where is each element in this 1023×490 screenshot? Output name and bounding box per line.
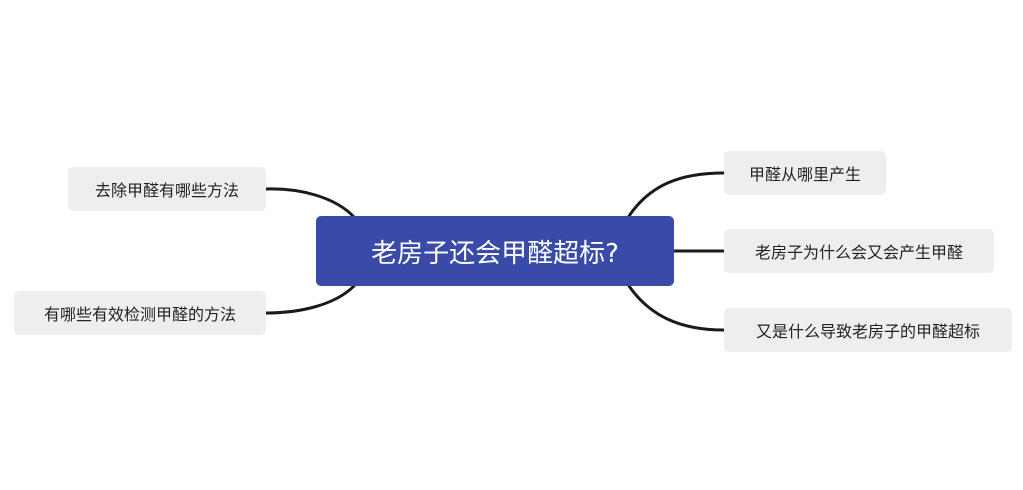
branch-node-why-old-house[interactable]: 老房子为什么会又会产生甲醛 [724, 229, 994, 273]
branch-label: 有哪些有效检测甲醛的方法 [43, 305, 236, 324]
branch-node-causes-exceed[interactable]: 又是什么导致老房子的甲醛超标 [724, 308, 1012, 352]
branch-node-remove-methods[interactable]: 去除甲醛有哪些方法 [68, 167, 266, 211]
branch-node-sources[interactable]: 甲醛从哪里产生 [724, 151, 886, 195]
branch-label: 去除甲醛有哪些方法 [94, 181, 239, 200]
connector-left-2 [264, 284, 356, 315]
branch-label: 甲醛从哪里产生 [748, 165, 861, 184]
connector-right-1 [627, 171, 726, 218]
central-topic-label: 老房子还会甲醛超标? [371, 238, 619, 269]
central-topic[interactable]: 老房子还会甲醛超标? [316, 216, 674, 286]
connector-left-1 [264, 187, 356, 219]
branch-label: 老房子为什么会又会产生甲醛 [754, 243, 963, 262]
branch-label: 又是什么导致老房子的甲醛超标 [755, 322, 980, 341]
connector-right-3 [627, 284, 726, 332]
branch-node-detection-methods[interactable]: 有哪些有效检测甲醛的方法 [14, 291, 266, 335]
